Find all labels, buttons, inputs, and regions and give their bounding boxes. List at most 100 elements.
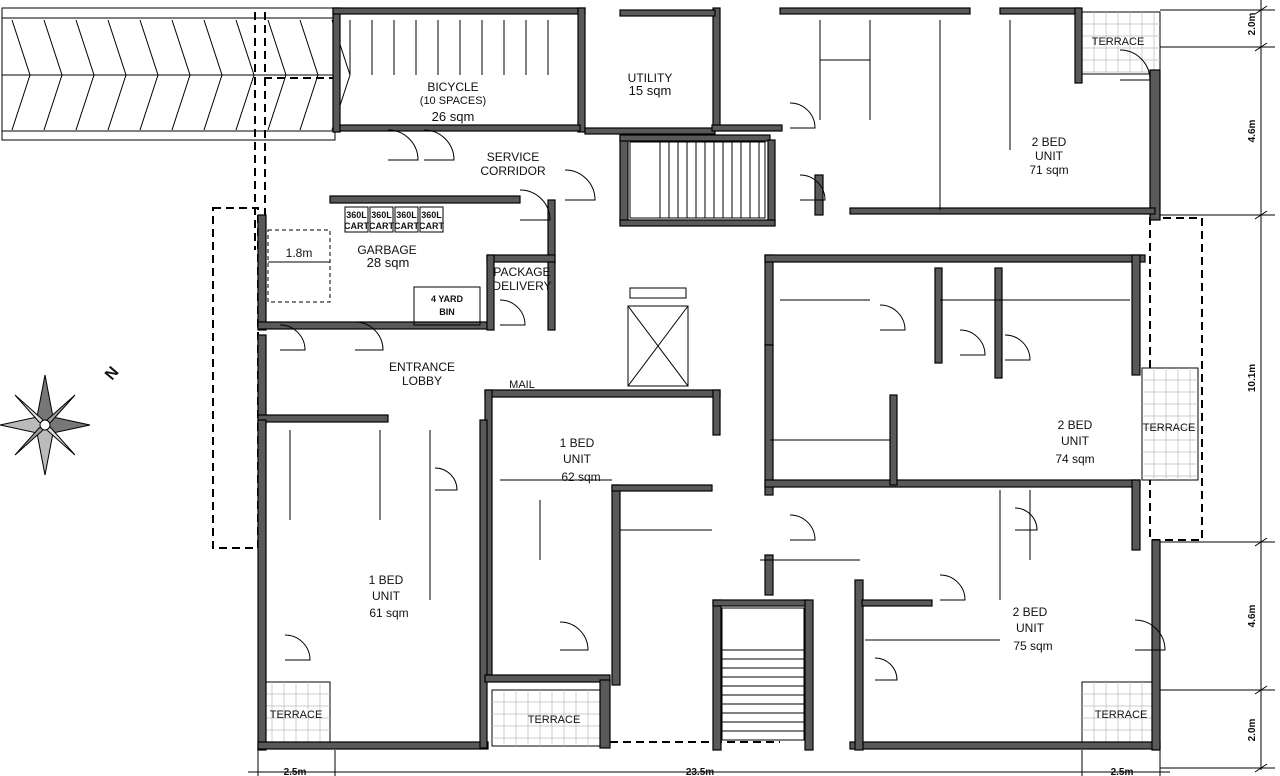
wall xyxy=(547,199,556,331)
wall xyxy=(257,741,489,750)
stair xyxy=(629,141,766,219)
cart-label: 360L xyxy=(421,210,442,220)
unit-type: UNIT xyxy=(563,452,592,466)
door-swing xyxy=(939,574,966,601)
dim-tick xyxy=(1254,5,1268,15)
cart-label: CART xyxy=(394,221,419,231)
north-label: N xyxy=(102,364,122,384)
wall xyxy=(584,127,716,135)
ramp-chevron xyxy=(139,19,159,131)
door-swing xyxy=(879,304,906,331)
terraces xyxy=(259,11,1199,747)
ramp-chevron xyxy=(299,19,319,131)
wall xyxy=(1074,7,1083,84)
dim-tick xyxy=(1254,763,1268,773)
clearance-zone: 1.8m xyxy=(267,229,331,303)
ramp-chevron xyxy=(43,19,63,131)
stair-bottom xyxy=(721,607,805,741)
dim-label: 2.5m xyxy=(1111,767,1134,776)
bin-label: 4 YARD xyxy=(431,294,464,304)
garbage-room-label: GARBAGE xyxy=(357,243,416,257)
unit-area: 61 sqm xyxy=(369,606,408,620)
wall xyxy=(764,554,774,596)
garbage-room-area: 28 sqm xyxy=(367,255,410,270)
dim-label: 4.6m xyxy=(1247,119,1258,142)
unit-type: UNIT xyxy=(372,589,401,603)
wall xyxy=(764,344,774,496)
cart xyxy=(369,206,394,233)
dimension-right: 2.0m 4.6m 10.1m 4.6m 2.0m xyxy=(1160,0,1275,773)
mail-label: MAIL xyxy=(509,379,535,391)
dim-tick xyxy=(1254,537,1268,547)
service-corridor-label: CORRIDOR xyxy=(480,164,546,178)
wall xyxy=(339,124,581,132)
door-swing xyxy=(799,174,826,201)
bicycle-room-label: BICYCLE xyxy=(427,80,478,94)
wall xyxy=(994,267,1003,379)
compass-rose-icon xyxy=(0,374,91,476)
wall xyxy=(854,579,864,751)
entrance-lobby-label: LOBBY xyxy=(402,374,442,388)
wall xyxy=(861,599,933,607)
dimension-bottom: 2.5m 23.5m 2.5m xyxy=(248,750,1170,776)
wall xyxy=(332,7,586,15)
cart-label: CART xyxy=(419,221,444,231)
wall xyxy=(764,254,1146,263)
ramp-chevron xyxy=(267,19,287,131)
bicycle-room-note: (10 SPACES) xyxy=(420,95,486,107)
wall xyxy=(814,174,824,216)
wall xyxy=(889,394,898,486)
terrace-label: TERRACE xyxy=(1143,422,1196,434)
unit-1bed-61: 1 BED UNIT 61 sqm xyxy=(369,573,409,620)
wall xyxy=(611,484,621,686)
wall xyxy=(257,334,267,426)
package-delivery-label: DELIVERY xyxy=(492,279,551,293)
dim-label: 10.1m xyxy=(1247,364,1258,392)
door-swing xyxy=(519,189,551,221)
cart-label: 360L xyxy=(371,210,392,220)
wall xyxy=(257,214,267,331)
cart-label: CART xyxy=(344,221,369,231)
cart xyxy=(344,206,369,233)
wall xyxy=(484,674,611,683)
cart xyxy=(419,206,444,233)
dim-tick xyxy=(1254,210,1268,220)
unit-type: 1 BED xyxy=(560,436,595,450)
wall xyxy=(712,7,721,131)
wall xyxy=(1149,69,1161,221)
unit-type: UNIT xyxy=(1061,434,1090,448)
unit-area: 74 sqm xyxy=(1055,452,1094,466)
dim-tick xyxy=(1254,42,1268,52)
wall xyxy=(329,195,521,204)
wall xyxy=(599,679,611,749)
ramp-chevron xyxy=(75,19,95,131)
unit-1bed-62: 1 BED UNIT 62 sqm xyxy=(560,436,601,484)
terrace-label: TERRACE xyxy=(270,709,323,721)
door-swing xyxy=(1004,334,1031,361)
door-swing xyxy=(564,169,596,201)
wall xyxy=(619,9,716,17)
wall xyxy=(712,389,721,436)
wall xyxy=(934,267,943,364)
stair-top xyxy=(629,141,766,219)
wall xyxy=(849,741,1161,750)
unit-type: 2 BED xyxy=(1032,135,1067,149)
wall xyxy=(332,7,341,133)
door-swing xyxy=(789,102,816,129)
wall xyxy=(849,207,1156,215)
wall xyxy=(764,254,774,346)
wall xyxy=(619,134,771,142)
terrace xyxy=(1141,367,1199,481)
unit-type: UNIT xyxy=(1016,621,1045,635)
wall xyxy=(767,139,776,226)
door-swing xyxy=(1134,619,1166,651)
unit-type: 1 BED xyxy=(369,573,404,587)
cart-label: 360L xyxy=(396,210,417,220)
door-swing xyxy=(499,299,526,326)
unit-type: UNIT xyxy=(1035,149,1064,163)
unit-area: 71 sqm xyxy=(1029,163,1068,177)
ramp-chevron xyxy=(171,19,191,131)
walls xyxy=(257,7,1166,751)
